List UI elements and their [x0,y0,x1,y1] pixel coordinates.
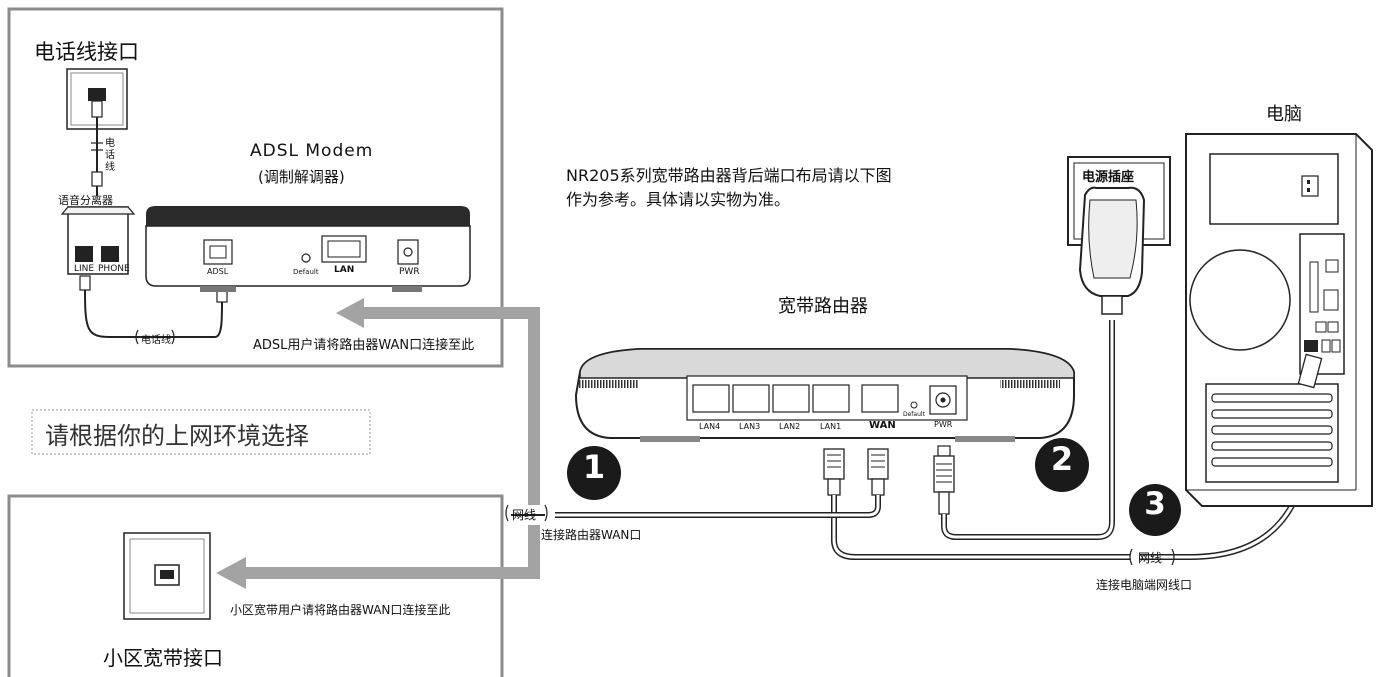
community-note: 小区宽带用户请将路由器WAN口连接至此 [230,603,451,617]
cable-tag-braces [135,329,1175,566]
router-label: 宽带路由器 [778,296,868,317]
phone-wall-jack [66,68,128,196]
power-adapter [1067,156,1171,315]
modem-port-adsl: ADSL [207,267,229,276]
step-marker-3: 3 [1144,486,1166,522]
arrow-to-community [244,525,540,579]
splitter-phone-port: PHONE [98,264,130,274]
router [574,348,1075,442]
phone-jack-title: 电话线接口 [34,40,139,64]
step-markers [567,438,1181,536]
pc-cable-label: 网线 [1138,551,1163,565]
phone-cable-bottom-label: 电话线 [141,335,171,346]
splitter-line-port: LINE [74,264,95,274]
router-port-lan3: LAN3 [739,422,761,431]
phone-cable-vertical-label: 电话线 [105,138,115,173]
router-port-lan1: LAN1 [820,422,842,431]
router-pwr-label: PWR [934,420,953,429]
modem-port-lan: LAN [334,265,355,275]
description-line-1: NR205系列宽带路由器背后端口布局请以下图 [566,166,892,185]
splitter-label: 语音分离器 [58,194,113,207]
step-marker-2: 2 [1050,440,1074,478]
community-wall-jack [123,532,211,620]
router-port-wan: WAN [869,420,896,431]
pc-cable-desc: 连接电脑端网线口 [1096,578,1193,592]
voice-splitter [60,206,228,338]
modem-port-default: Default [293,268,319,276]
pc-tower [1185,133,1373,507]
community-title: 小区宽带接口 [103,646,223,670]
wan-cable-label: 网线 [512,508,537,522]
choose-environment-label: 请根据你的上网环境选择 [45,422,309,450]
arrow-to-adsl [362,307,540,505]
router-default-label: Default [903,411,925,418]
adsl-note: ADSL用户请将路由器WAN口连接至此 [253,338,475,353]
power-outlet-label: 电源插座 [1082,170,1135,185]
modem-title: ADSL Modem [250,141,374,161]
modem-port-pwr: PWR [399,267,420,277]
pc-label: 电脑 [1266,104,1302,125]
community-panel-frame [7,494,504,677]
adsl-panel-frame [7,7,504,368]
adsl-modem [145,206,471,292]
wan-cable-desc: 连接路由器WAN口 [541,528,642,542]
description-line-2: 作为参考。具体请以实物为准。 [566,190,791,209]
modem-subtitle: (调制解调器) [258,168,345,186]
router-port-lan2: LAN2 [779,422,801,431]
choose-label-box [31,409,371,455]
router-port-lan4: LAN4 [699,422,721,431]
step-marker-1: 1 [582,448,606,486]
